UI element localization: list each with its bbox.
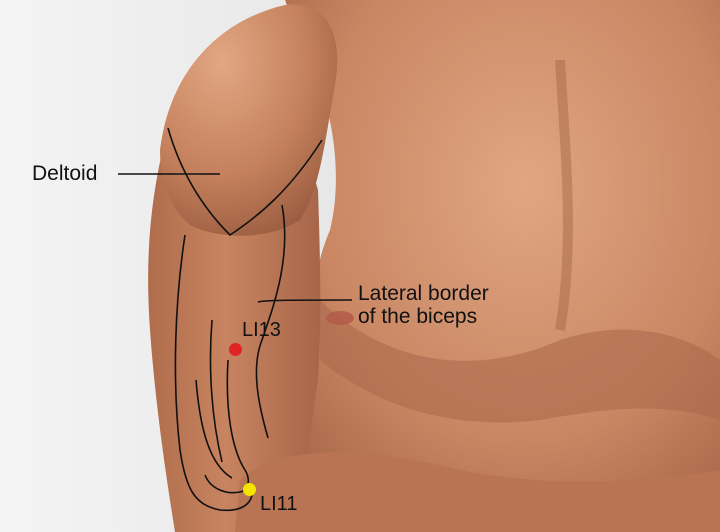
- lateral-border-line2: of the biceps: [358, 305, 478, 328]
- nipple: [326, 311, 354, 325]
- upper-arm: [148, 130, 321, 532]
- sternum-groove: [555, 59, 573, 331]
- li13-point-marker: [229, 343, 242, 356]
- anatomy-lines: [118, 127, 353, 512]
- forearm: [235, 452, 720, 532]
- deltoid-label: Deltoid: [32, 162, 98, 185]
- shoulder: [160, 4, 338, 236]
- chest: [285, 0, 720, 532]
- lateral-border-line1: Lateral border: [358, 282, 489, 305]
- pectoral-shadow: [320, 300, 720, 423]
- li11-label: LI11: [260, 493, 298, 515]
- li11-point-marker: [243, 483, 256, 496]
- li13-label: LI13: [242, 319, 281, 341]
- lateral-border-biceps-label: Lateral border of the biceps: [358, 282, 489, 328]
